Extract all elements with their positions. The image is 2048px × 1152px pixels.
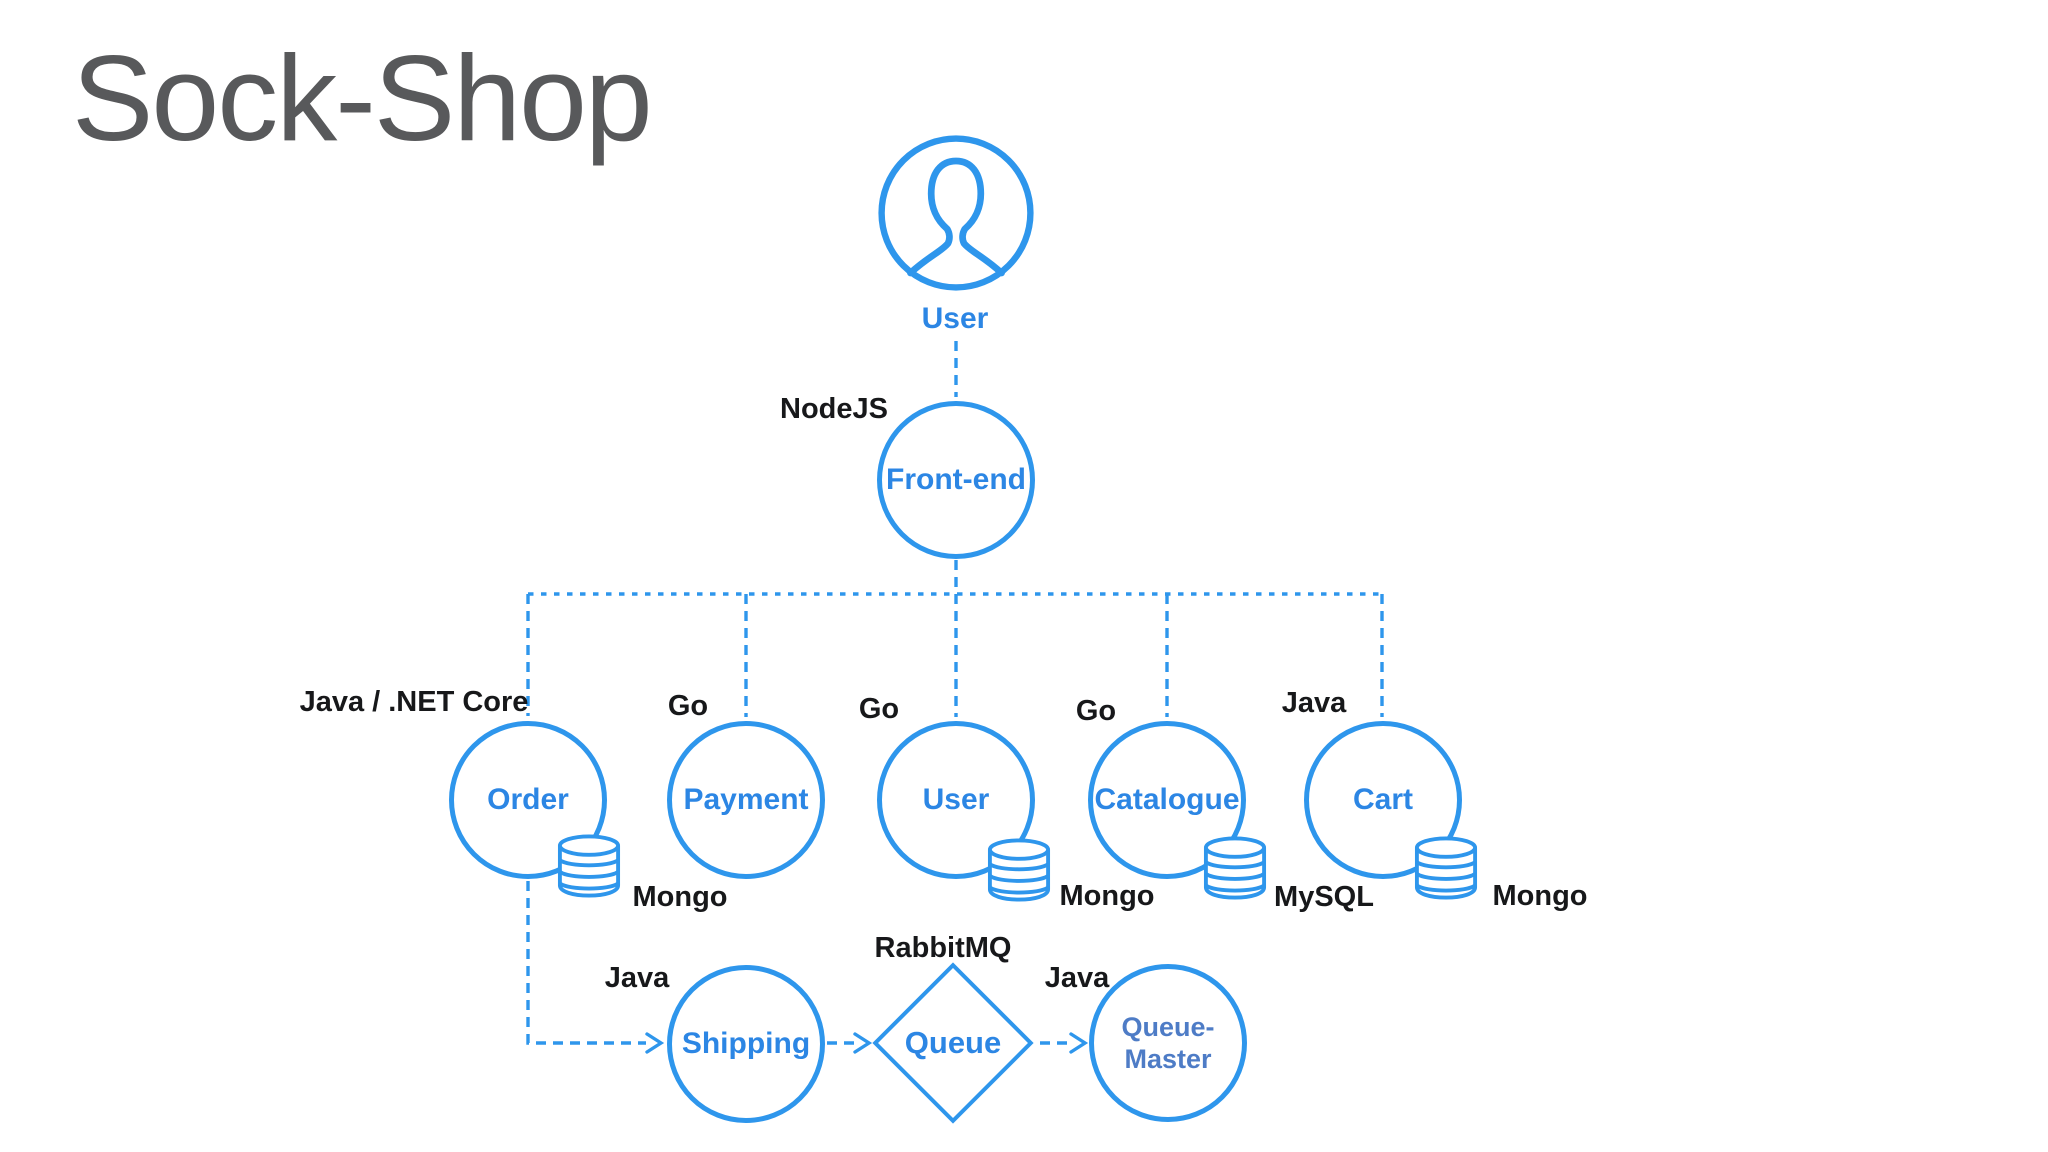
db-label-catalogue-mysql: MySQL bbox=[1274, 881, 1374, 913]
service-label-user: User bbox=[922, 783, 990, 816]
catalogue-database-icon bbox=[1203, 836, 1267, 900]
queue-master-label: Queue-Master bbox=[1121, 1011, 1215, 1074]
user-avatar-icon bbox=[878, 135, 1034, 291]
shipping-node: Shipping bbox=[667, 965, 825, 1123]
arrowhead-into-queue-icon bbox=[853, 1032, 873, 1054]
tech-label-catalogue: Go bbox=[1075, 695, 1117, 727]
arrowhead-into-shipping-icon bbox=[645, 1032, 665, 1054]
db-label-order-mongo: Mongo bbox=[632, 881, 728, 913]
tech-label-queuemaster: Java bbox=[1044, 962, 1110, 994]
tech-label-order: Java / .NET Core bbox=[299, 686, 529, 718]
frontend-label: Front-end bbox=[886, 463, 1026, 496]
service-node-payment: Payment bbox=[667, 721, 825, 879]
service-node-cart: Cart bbox=[1304, 721, 1462, 879]
cart-database-icon bbox=[1414, 836, 1478, 900]
service-node-user: User bbox=[877, 721, 1035, 879]
service-label-catalogue: Catalogue bbox=[1094, 783, 1240, 816]
service-label-order: Order bbox=[487, 783, 569, 816]
service-label-cart: Cart bbox=[1352, 783, 1413, 816]
page-title: Sock-Shop bbox=[72, 30, 653, 166]
service-label-payment: Payment bbox=[683, 783, 809, 816]
connector-order-shipping bbox=[526, 881, 646, 1045]
order-database-icon bbox=[557, 834, 621, 898]
tech-label-cart: Java bbox=[1281, 687, 1347, 719]
arrowhead-into-queuemaster-icon bbox=[1069, 1032, 1089, 1054]
tech-label-payment: Go bbox=[667, 690, 709, 722]
shipping-label: Shipping bbox=[681, 1027, 811, 1060]
tech-label-user: Go bbox=[858, 693, 900, 725]
db-label-cart-mongo: Mongo bbox=[1492, 880, 1588, 912]
user-database-icon bbox=[987, 838, 1051, 902]
db-label-user-mongo: Mongo bbox=[1059, 880, 1155, 912]
frontend-node: Front-end bbox=[877, 401, 1035, 559]
tech-label-shipping: Java bbox=[604, 962, 670, 994]
queue-master-node: Queue-Master bbox=[1089, 964, 1247, 1122]
queue-label: Queue bbox=[904, 1025, 1002, 1060]
tech-label-nodejs: NodeJS bbox=[780, 393, 888, 425]
actor-label: User bbox=[921, 302, 989, 335]
tech-label-rabbitmq: RabbitMQ bbox=[874, 932, 1012, 964]
service-node-order: Order bbox=[449, 721, 607, 879]
